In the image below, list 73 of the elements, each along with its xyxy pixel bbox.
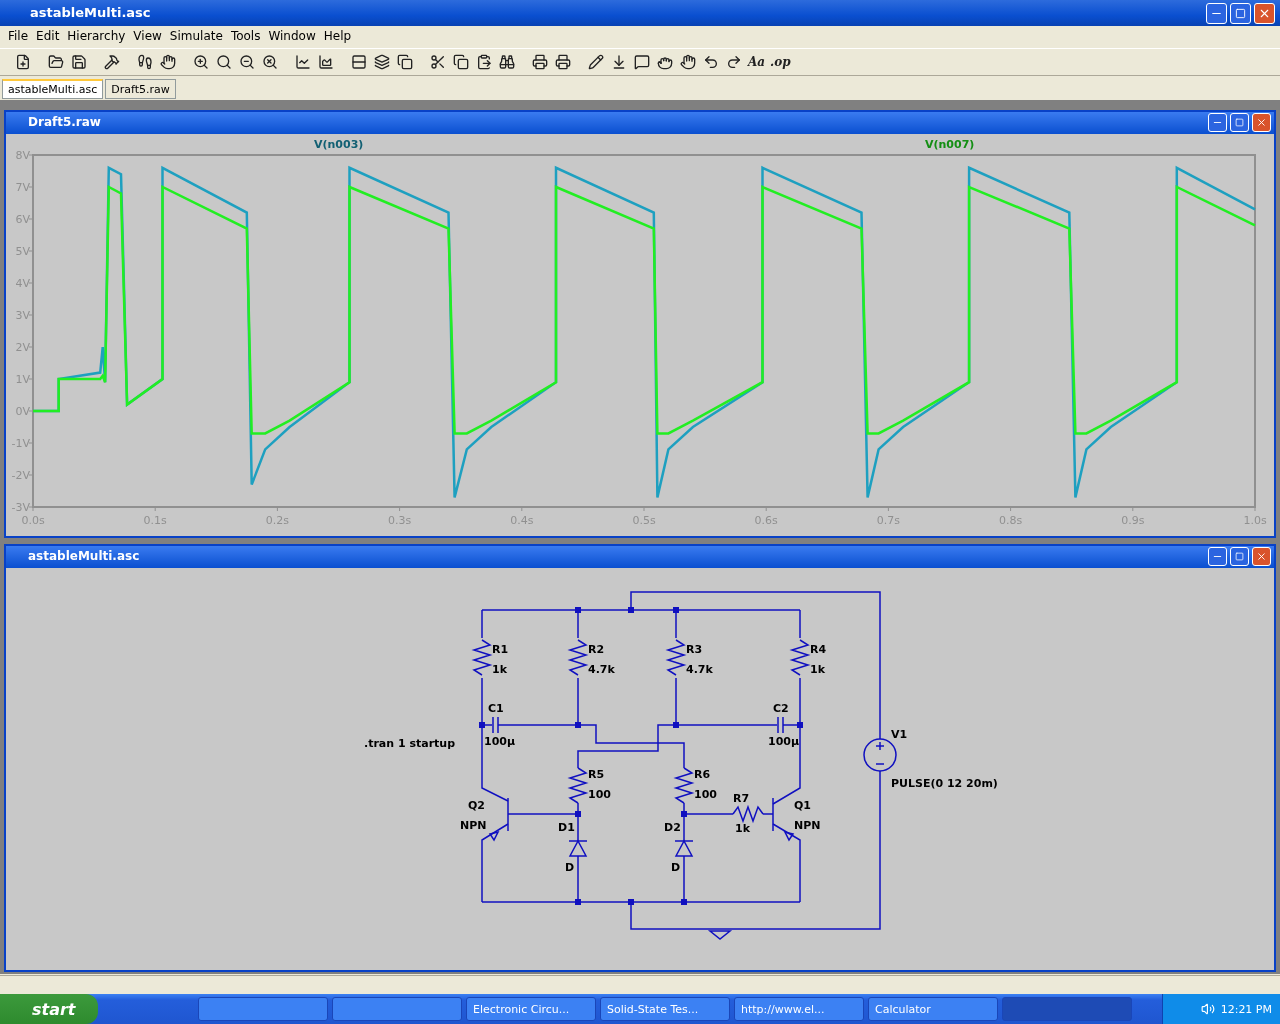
window-title: astableMulti.asc xyxy=(30,5,151,20)
component-label: Q2 xyxy=(468,799,485,812)
component-label: R3 xyxy=(686,643,703,656)
axis-tick-label: 4V xyxy=(15,276,30,290)
component-label: PULSE(0 12 20m) xyxy=(891,777,998,790)
component-label: 100µ xyxy=(484,735,516,748)
menu-item: Simulate xyxy=(165,26,227,46)
axis-tick-label: 0.5s xyxy=(632,514,656,527)
axis-tick-label: -1V xyxy=(11,436,30,450)
component-label: D2 xyxy=(664,821,681,834)
component-label: 4.7k xyxy=(686,663,713,676)
menu-item: Help xyxy=(319,26,356,46)
axis-tick-label: 0.7s xyxy=(876,514,900,527)
axis-tick-label: 2V xyxy=(15,340,30,354)
axis-tick-label: 1V xyxy=(15,372,30,386)
axis-tick-label: 7V xyxy=(15,180,30,194)
trace-name: V(n007) xyxy=(925,138,975,151)
menu-item: Tools xyxy=(226,26,265,46)
component-label: NPN xyxy=(794,819,821,832)
axis-tick-label: -2V xyxy=(11,468,30,482)
window-title: Draft5.raw xyxy=(28,115,101,129)
axis-tick-label: 0.8s xyxy=(999,514,1023,527)
component-label: V1 xyxy=(891,728,908,741)
taskbar-button: Electronic Circu... xyxy=(466,997,596,1021)
component-label: 4.7k xyxy=(588,663,615,676)
axis-tick-label: -3V xyxy=(11,500,30,514)
component-label: C1 xyxy=(488,702,504,715)
spice-directive-tool-icon: .op xyxy=(770,55,791,69)
component-label: 100µ xyxy=(768,735,800,748)
menu-item: Edit xyxy=(32,26,64,46)
component-label: R6 xyxy=(694,768,711,781)
component-label: C2 xyxy=(773,702,789,715)
font-tool-icon: Aa xyxy=(748,55,766,69)
component-label: D xyxy=(671,861,681,874)
axis-tick-label: 0.9s xyxy=(1121,514,1145,527)
axis-tick-label: 3V xyxy=(15,308,30,322)
component-label: 1k xyxy=(492,663,507,676)
taskbar-button: http://www.el... xyxy=(734,997,864,1021)
component-label: 1k xyxy=(735,822,750,835)
clock-text: 12:21 PM xyxy=(1220,1002,1272,1016)
axis-tick-label: 1.0s xyxy=(1243,514,1267,527)
component-label: R2 xyxy=(588,643,605,656)
component-label: R4 xyxy=(810,643,827,656)
component-label: R5 xyxy=(588,768,605,781)
trace-name: V(n003) xyxy=(314,138,364,151)
component-label: R1 xyxy=(492,643,509,656)
menu-item: View xyxy=(129,26,166,46)
start-button: start xyxy=(0,994,98,1024)
component-label: NPN xyxy=(460,819,487,832)
component-label: D1 xyxy=(558,821,575,834)
axis-tick-label: 8V xyxy=(15,148,30,162)
component-label: Q1 xyxy=(794,799,811,812)
menu-item: File xyxy=(4,26,33,46)
axis-tick-label: 0.0s xyxy=(21,514,45,527)
component-label: 1k xyxy=(810,663,825,676)
component-label: R7 xyxy=(733,792,750,805)
component-label: D xyxy=(565,861,575,874)
document-tab: Draft5.raw xyxy=(105,79,176,99)
axis-tick-label: 5V xyxy=(15,244,30,258)
axis-tick-label: 0.2s xyxy=(265,514,289,527)
menu-item: Hierarchy xyxy=(63,26,130,46)
axis-tick-label: 0.6s xyxy=(754,514,778,527)
taskbar-button: Solid-State Tes... xyxy=(600,997,730,1021)
axis-tick-label: 0.4s xyxy=(510,514,534,527)
document-tab: astableMulti.asc xyxy=(2,79,104,99)
axis-tick-label: 0.1s xyxy=(143,514,167,527)
component-label: 100 xyxy=(588,788,611,801)
component-label: .tran 1 startup xyxy=(364,737,456,750)
axis-tick-label: 0.3s xyxy=(388,514,412,527)
menu-item: Window xyxy=(264,26,320,46)
taskbar-button: Calculator xyxy=(868,997,998,1021)
component-label: 100 xyxy=(694,788,717,801)
window-title: astableMulti.asc xyxy=(28,549,140,563)
